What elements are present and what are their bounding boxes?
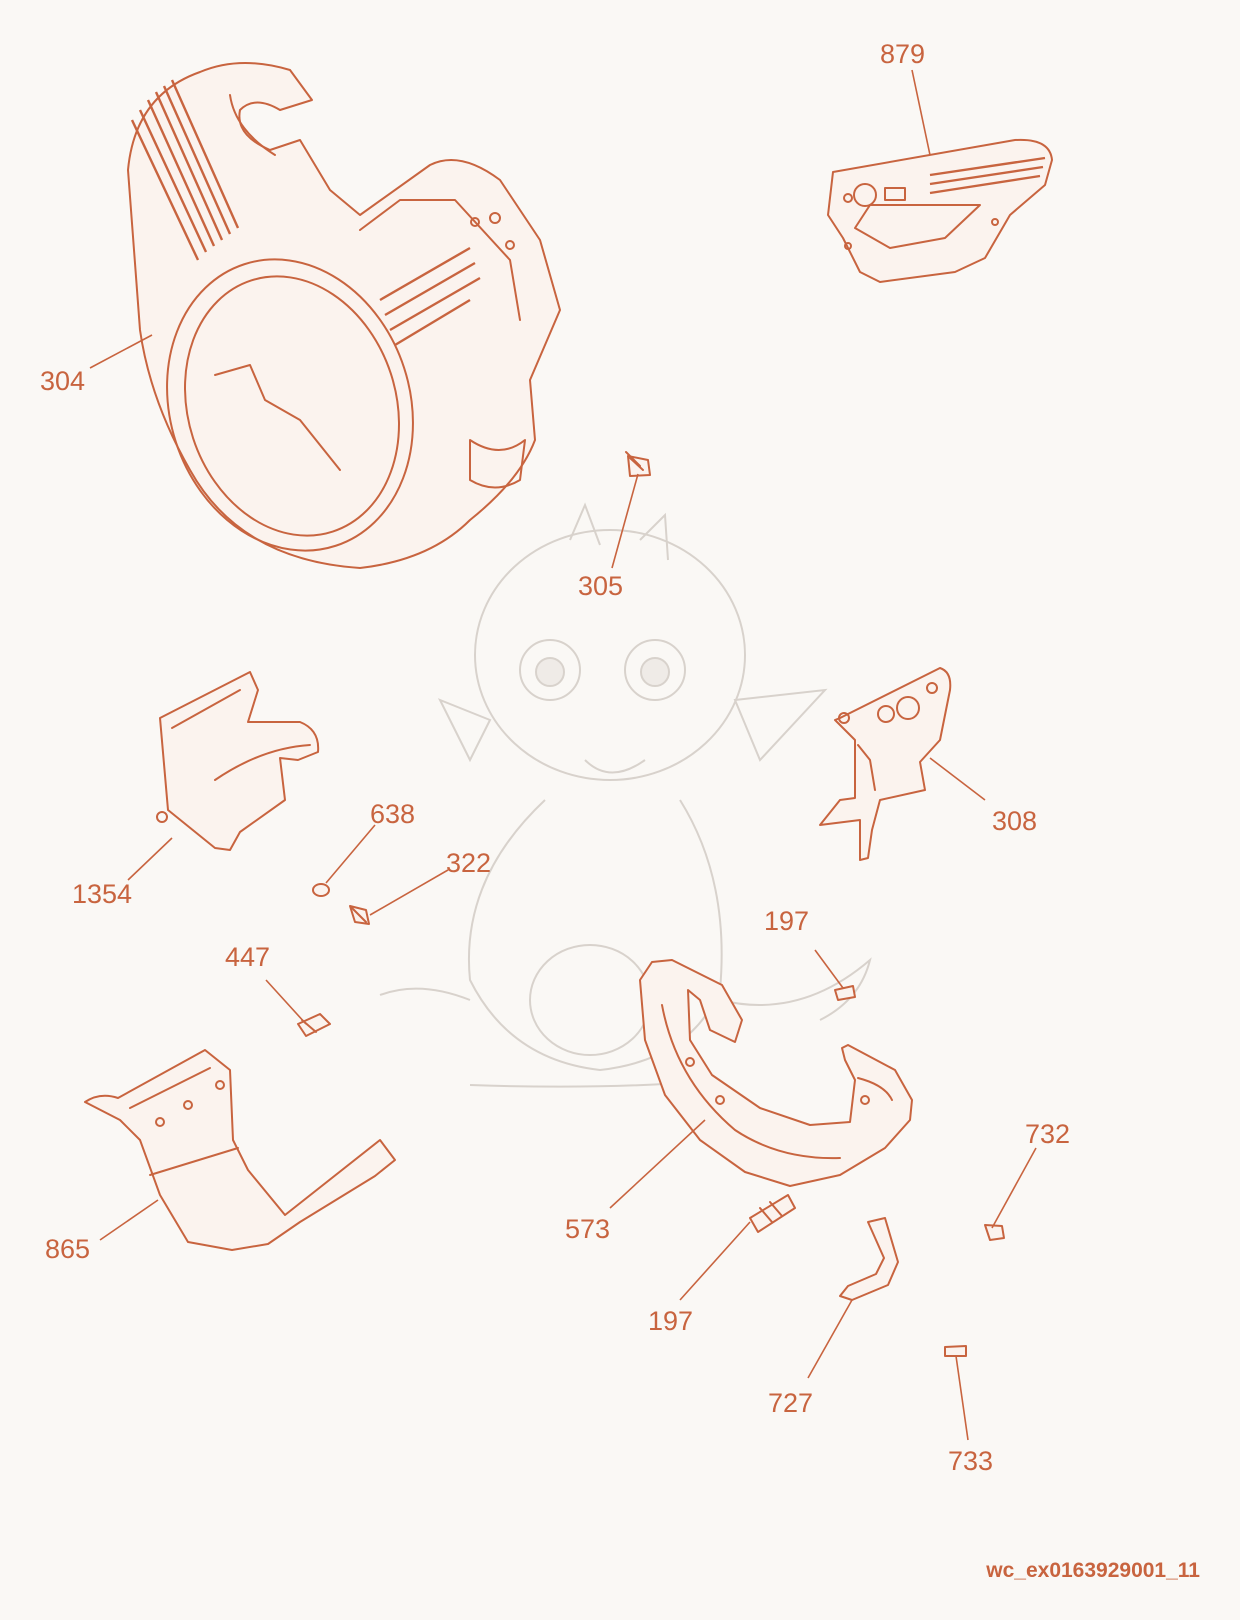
- part-304-drum-housing: [127, 62, 561, 569]
- part-573-lower-support: [639, 959, 913, 1187]
- part-733-screw: [944, 1345, 967, 1357]
- part-732-clip: [984, 1224, 1005, 1241]
- diagram-reference-code: wc_ex0163929001_11: [985, 1559, 1200, 1582]
- callout-322: 322: [446, 848, 491, 878]
- callout-865: 865: [45, 1234, 90, 1264]
- part-197-screw-lower: [749, 1194, 796, 1233]
- part-305-screw: [625, 451, 651, 477]
- callout-197-upper: 197: [764, 906, 809, 936]
- part-865-lower-shroud: [84, 1049, 396, 1251]
- part-447-screw: [297, 1013, 331, 1037]
- part-879-cover-plate: [827, 138, 1053, 283]
- callout-732: 732: [1025, 1119, 1070, 1149]
- callout-573: 573: [565, 1214, 610, 1244]
- part-322-screw: [349, 905, 370, 925]
- part-308-bracket: [819, 667, 952, 861]
- callout-638: 638: [370, 799, 415, 829]
- callout-304: 304: [40, 366, 85, 396]
- part-197-screw-upper: [834, 985, 856, 1001]
- part-1354-bracket: [156, 671, 320, 851]
- callouts: 304 879 305 1354 638 322 308 447 197 865…: [40, 39, 1070, 1476]
- callout-733: 733: [948, 1446, 993, 1476]
- part-727-strap: [839, 1217, 899, 1301]
- callout-447: 447: [225, 942, 270, 972]
- callout-308: 308: [992, 806, 1037, 836]
- callout-879: 879: [880, 39, 925, 69]
- leader-lines: [89, 69, 1037, 1441]
- callout-1354: 1354: [72, 879, 132, 909]
- callout-305: 305: [578, 571, 623, 601]
- part-638-clip: [312, 883, 330, 897]
- callout-727: 727: [768, 1388, 813, 1418]
- dragon-watermark: [379, 502, 872, 1088]
- callout-197-lower: 197: [648, 1306, 693, 1336]
